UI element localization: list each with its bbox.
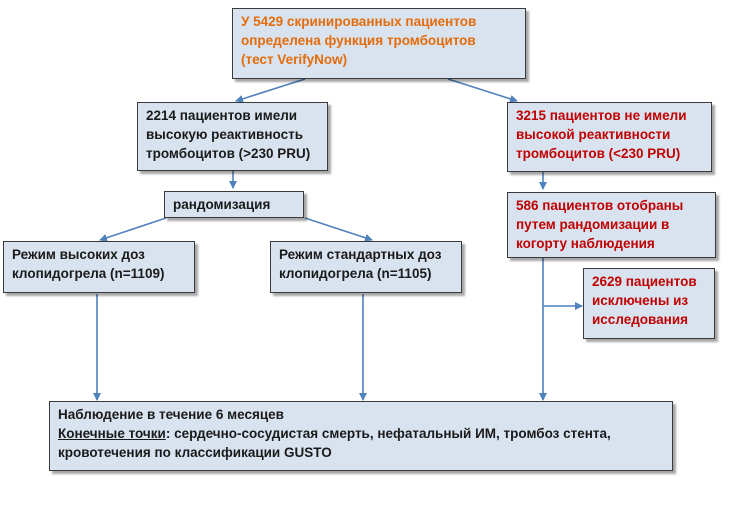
followup-line-2: Конечные точки: сердечно-сосудистая смер… xyxy=(58,424,664,443)
screened-line-2: определена функция тромбоцитов xyxy=(241,33,476,48)
followup-line-3: кровотечения по классификации GUSTO xyxy=(58,445,332,460)
randomization-box: рандомизация xyxy=(164,191,304,218)
endpoints-text: : сердечно-сосудистая смерть, нефатальны… xyxy=(165,426,611,441)
randomization-label: рандомизация xyxy=(173,197,271,212)
screened-patients-box: У 5429 скринированных пациентов определе… xyxy=(232,8,526,79)
high-dose-box: Режим высоких доз клопидогрела (n=1109) xyxy=(3,241,195,293)
screened-line-3: (тест VerifyNow) xyxy=(241,52,348,67)
high-reactivity-box: 2214 пациентов имели высокую реактивност… xyxy=(137,102,328,171)
high-dose-line-2: клопидогрела (n=1109) xyxy=(12,266,165,281)
no-high-reactivity-box: 3215 пациентов не имели высокой реактивн… xyxy=(507,102,712,172)
cohort-line-1: 586 пациентов отобраны xyxy=(516,198,684,213)
excluded-line-1: 2629 пациентов xyxy=(592,274,697,289)
excluded-line-2: исключены из xyxy=(592,293,689,308)
standard-dose-box: Режим стандартных доз клопидогрела (n=11… xyxy=(270,241,462,293)
no-high-reactivity-line-1: 3215 пациентов не имели xyxy=(516,108,687,123)
arrow-randomization-to-high-dose xyxy=(99,217,167,242)
excluded-line-3: исследования xyxy=(592,312,688,327)
screened-line-1: У 5429 скринированных пациентов xyxy=(241,14,477,29)
cohort-line-3: когорту наблюдения xyxy=(516,236,655,251)
cohort-line-2: путем рандомизации в xyxy=(516,217,670,232)
standard-dose-line-2: клопидогрела (n=1105) xyxy=(279,266,432,281)
excluded-patients-box: 2629 пациентов исключены из исследования xyxy=(583,268,715,339)
endpoints-label: Конечные точки xyxy=(58,426,166,441)
no-high-reactivity-line-3: тромбоцитов (<230 PRU) xyxy=(516,146,681,161)
arrow-randomization-to-standard-dose xyxy=(304,217,373,242)
high-reactivity-line-3: тромбоцитов (>230 PRU) xyxy=(146,146,311,161)
arrow-top-to-no-high-reactivity xyxy=(447,78,518,103)
high-reactivity-line-1: 2214 пациентов имели xyxy=(146,108,298,123)
followup-line-1: Наблюдение в течение 6 месяцев xyxy=(58,407,284,422)
arrow-top-to-high-reactivity xyxy=(235,78,306,103)
high-dose-line-1: Режим высоких доз xyxy=(12,247,145,262)
observation-cohort-box: 586 пациентов отобраны путем рандомизаци… xyxy=(507,192,716,258)
standard-dose-line-1: Режим стандартных доз xyxy=(279,247,442,262)
high-reactivity-line-2: высокую реактивность xyxy=(146,127,303,142)
followup-box: Наблюдение в течение 6 месяцев Конечные … xyxy=(49,401,673,471)
no-high-reactivity-line-2: высокой реактивности xyxy=(516,127,671,142)
